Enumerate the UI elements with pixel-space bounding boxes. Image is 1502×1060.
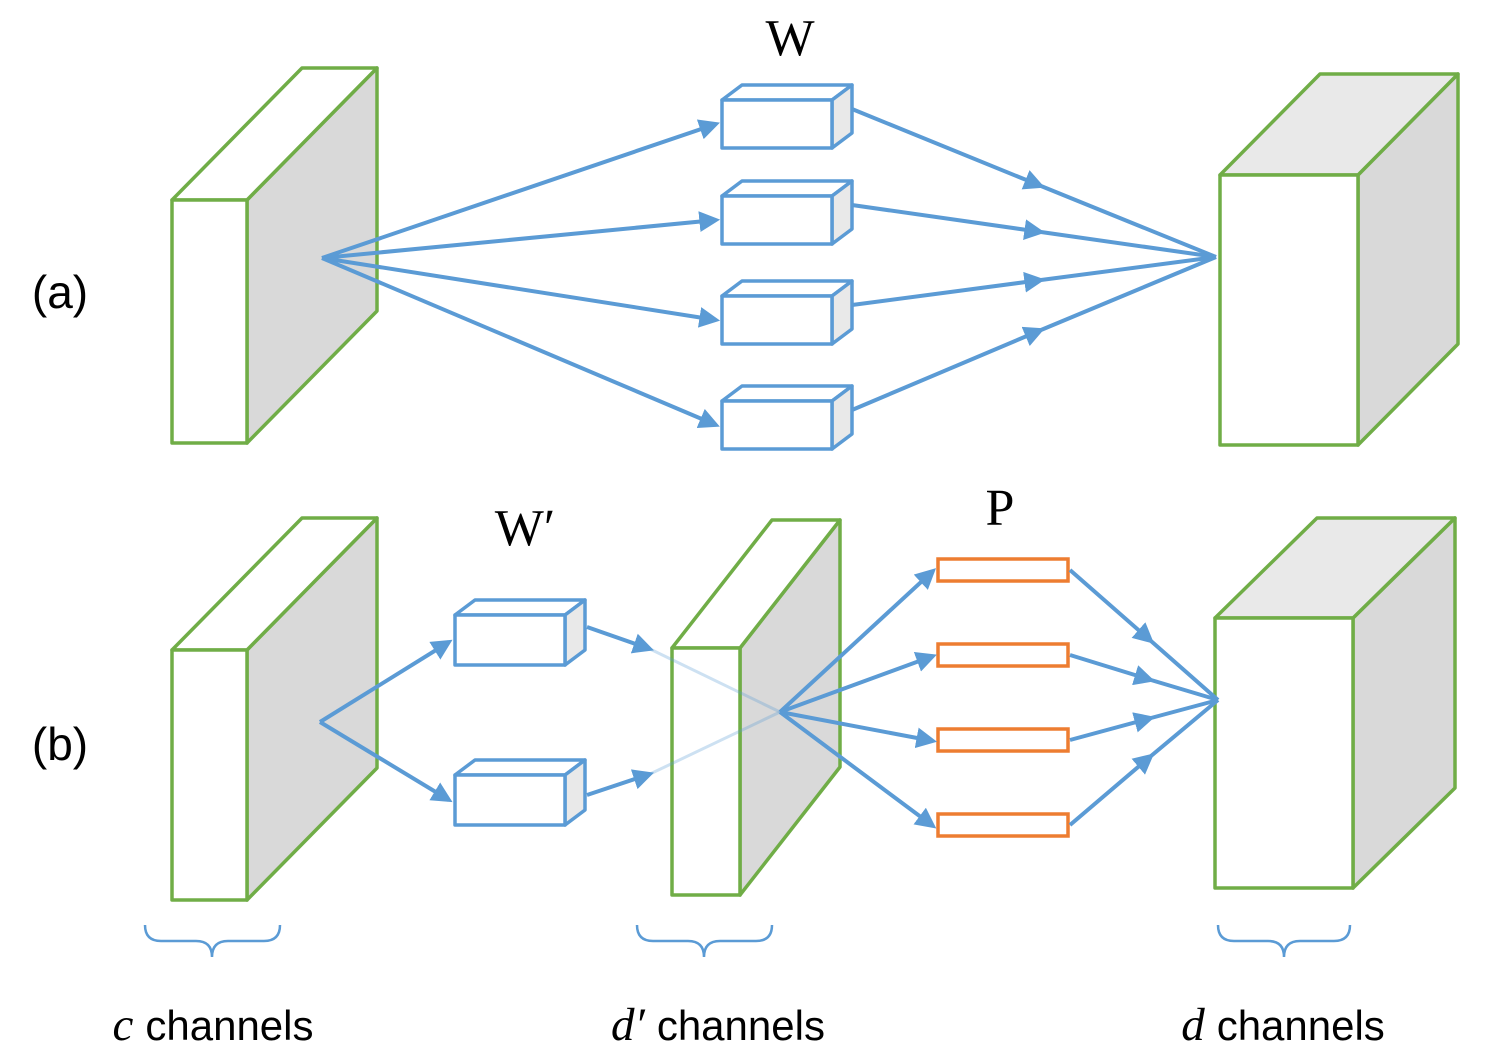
output-channels-brace bbox=[1216, 924, 1352, 958]
panel-b-output-feature-map bbox=[1213, 516, 1457, 890]
arrow-mid-to-proj-3 bbox=[779, 710, 938, 749]
intermediate-channels-variable: d′ bbox=[611, 999, 646, 1051]
filter-box-front bbox=[720, 399, 834, 451]
arrow-mid-to-proj-2 bbox=[779, 651, 937, 714]
filter-box-front bbox=[453, 613, 567, 667]
arrow-filter-4-to-output bbox=[851, 255, 1217, 412]
filter-box-front bbox=[453, 773, 567, 827]
panel-b-input-feature-map bbox=[170, 516, 379, 902]
output-channels-caption: d channels bbox=[1181, 999, 1385, 1051]
panel-a-output-feature-map bbox=[1218, 72, 1460, 447]
mid-map-front-face bbox=[670, 646, 742, 897]
arrow-input-to-filter-2 bbox=[318, 720, 453, 803]
intermediate-channels-text: channels bbox=[657, 1002, 825, 1049]
arrow-mid-to-proj-1 bbox=[778, 568, 937, 714]
panel-a-weights-label: W bbox=[765, 10, 814, 67]
input-map-front-face bbox=[170, 648, 249, 902]
filter-box-front bbox=[720, 194, 834, 246]
projection-vector-2 bbox=[936, 642, 1070, 668]
output-map-front-face bbox=[1218, 173, 1360, 447]
panel-a-filter-box-1 bbox=[720, 83, 854, 150]
intermediate-channels-brace bbox=[635, 924, 774, 958]
arrow-proj-4-to-output bbox=[1068, 698, 1220, 827]
arrow-proj-1-to-output bbox=[1068, 568, 1220, 702]
filter-box-front bbox=[720, 294, 834, 346]
panel-a-input-feature-map bbox=[170, 66, 379, 445]
projection-vector-1 bbox=[936, 557, 1070, 583]
arrow-filter-1-to-mid bbox=[586, 625, 654, 654]
intermediate-channels-caption: d′channels bbox=[611, 999, 825, 1051]
panel-b-label: (b) bbox=[32, 718, 88, 770]
panel-b: (b) W′ bbox=[32, 480, 1457, 902]
arrow-faint-filter-1 bbox=[649, 647, 781, 714]
panel-a: (a) W bbox=[32, 10, 1460, 451]
panel-a-filter-box-2 bbox=[720, 179, 854, 246]
projection-vector-4 bbox=[936, 812, 1070, 838]
arrow-input-to-filter-3 bbox=[321, 256, 721, 328]
input-channels-brace bbox=[143, 924, 282, 958]
output-map-front-face bbox=[1213, 616, 1355, 890]
projection-vector-3 bbox=[936, 727, 1070, 753]
arrow-proj-2-to-output bbox=[1069, 653, 1219, 702]
output-channels-text: channels bbox=[1217, 1002, 1385, 1049]
arrow-filter-1-to-output bbox=[851, 107, 1217, 259]
panel-a-filter-box-4 bbox=[720, 384, 854, 451]
arrow-input-to-filter-2 bbox=[321, 211, 721, 260]
input-channels-text: channels bbox=[145, 1002, 313, 1049]
arrow-input-to-filter-1 bbox=[318, 639, 453, 724]
input-map-front-face bbox=[170, 198, 249, 445]
panel-b-filter-box-1 bbox=[453, 598, 587, 667]
arrow-input-to-filter-4 bbox=[321, 256, 720, 429]
arrow-filter-2-to-mid bbox=[586, 769, 654, 797]
filter-box-front bbox=[720, 98, 834, 150]
arrow-proj-3-to-output bbox=[1069, 698, 1219, 742]
arrow-filter-2-to-output bbox=[851, 203, 1217, 259]
panel-b-weights-label: W′ bbox=[495, 500, 555, 557]
panel-a-filter-box-3 bbox=[720, 279, 854, 346]
panel-b-intermediate-feature-map bbox=[670, 518, 842, 897]
arrow-faint-filter-2 bbox=[649, 710, 781, 776]
panel-b-filter-box-2 bbox=[453, 758, 587, 827]
arrow-mid-to-proj-4 bbox=[778, 710, 937, 829]
panel-a-label: (a) bbox=[32, 266, 88, 318]
output-channels-variable: d bbox=[1181, 999, 1205, 1051]
arrow-input-to-filter-1 bbox=[321, 119, 720, 260]
arrow-filter-3-to-output bbox=[851, 255, 1217, 307]
input-channels-variable: c bbox=[113, 999, 134, 1051]
panel-b-projection-label: P bbox=[986, 480, 1015, 537]
